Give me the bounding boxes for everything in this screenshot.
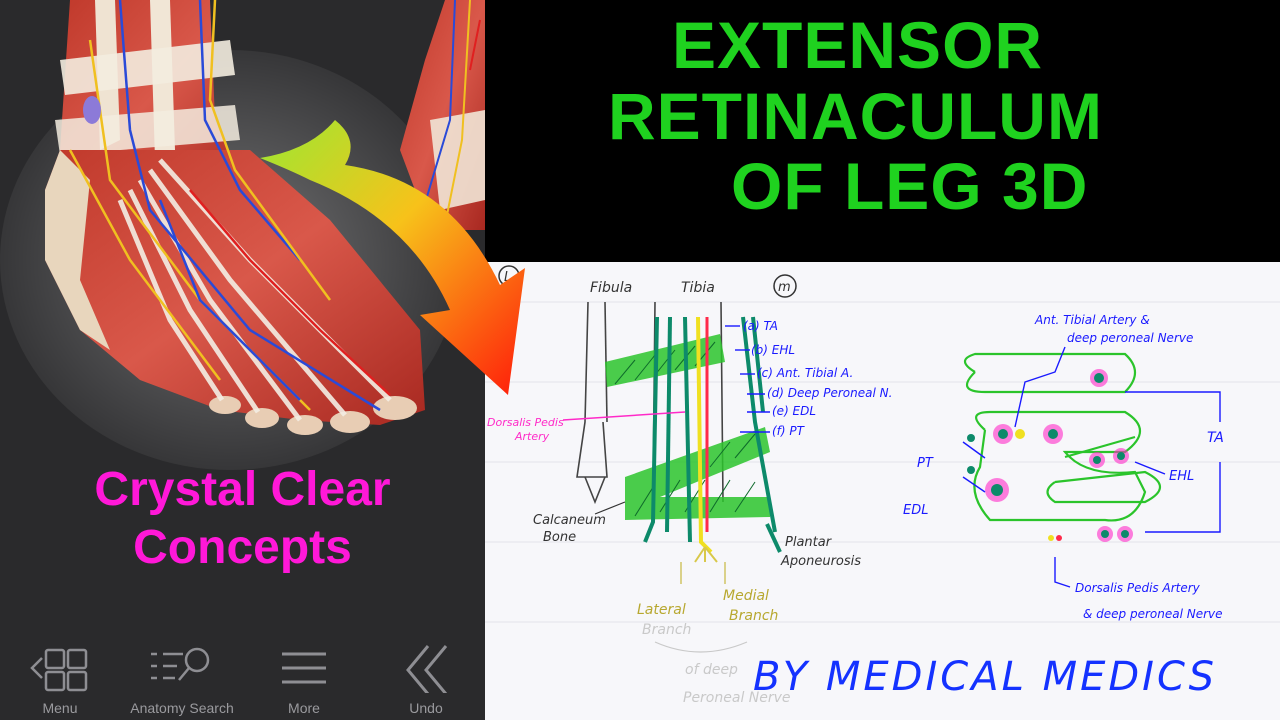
medial-marker: m [778,280,791,295]
calcaneum-label-1: Calcaneum [533,513,606,528]
lateral-branch-label-1: Lateral [637,602,686,618]
title-panel: EXTENSOR RETINACULUM OF LEG 3D [485,0,1280,262]
credit-text: BY MEDICAL MEDICS [753,654,1218,700]
cross-section-outline [963,352,1162,522]
tendon-lines [643,316,777,554]
ehl-label: EHL [1169,469,1194,484]
dorsalis-pedis-label-1: Dorsalis Pedis Artery [1075,581,1201,595]
tagline-line-1: Crystal Clear [94,463,391,516]
more-button[interactable]: More [244,630,364,720]
notes-diagram: L m Fibula Tibia [485,265,1280,706]
handwritten-notes: L m Fibula Tibia [485,262,1280,720]
lateral-branch-label-2: Branch [642,622,691,638]
ta-label: TA [1207,430,1224,446]
label-d: (d) Deep Peroneal N. [767,386,892,400]
left-marker: L [504,270,511,285]
tibia-label: Tibia [681,280,715,296]
fibula-label: Fibula [590,280,632,296]
inferior-retinaculum [625,427,770,520]
title-line-1: EXTENSOR [672,8,1044,82]
menu-button[interactable]: Menu [0,630,120,720]
ant-tibial-label-2: deep peroneal Nerve [1067,331,1193,345]
pt-label: PT [917,456,934,471]
calcaneum-label-2: Bone [543,530,576,545]
menu-grid-icon [30,648,88,692]
tagline-line-2: Concepts [133,521,352,574]
ant-tibial-label-1: Ant. Tibial Artery & [1034,313,1150,327]
peroneal-nerve-label: Peroneal Nerve [683,690,791,706]
app-toolbar: Menu Anatomy Search [0,630,485,720]
plantar-label-1: Plantar [785,535,833,550]
label-f: (f) PT [772,424,806,438]
medial-marker-circle [773,274,797,298]
superior-retinaculum [605,334,725,387]
foot-anatomy-illustration [0,0,485,470]
dorsalis-label-1: Dorsalis Pedis [487,416,564,429]
edl-label: EDL [903,503,928,518]
title-line-2: RETINACULUM [608,79,1103,153]
of-deep-label: of deep [685,662,738,678]
cross-section-dots [967,369,1133,542]
title-line-3: OF LEG 3D [731,149,1089,223]
dorsalis-pedis-label-2: & deep peroneal Nerve [1083,607,1223,621]
anatomy-search-label: Anatomy Search [130,700,234,716]
menu-label: Menu [42,700,78,716]
dorsalis-label-2: Artery [514,430,550,443]
plantar-label-2: Aponeurosis [780,554,861,569]
label-e: (e) EDL [772,404,816,418]
medial-branch-label-2: Branch [729,608,778,624]
hamburger-icon [282,652,326,684]
undo-button[interactable]: Undo [366,630,485,720]
anatomy-search-button[interactable]: Anatomy Search [122,630,242,720]
undo-label: Undo [409,700,443,716]
label-a: (a) TA [743,319,778,333]
curved-arrow-icon [260,120,525,395]
more-label: More [288,700,320,716]
anatomy-app-panel: Crystal Clear Concepts Menu [0,0,485,720]
search-list-icon [151,647,210,681]
label-b: (b) EHL [751,343,795,357]
medial-branch-label-1: Medial [723,588,769,604]
label-c: (c) Ant. Tibial A. [757,366,853,380]
double-chevron-left-icon [406,645,448,693]
